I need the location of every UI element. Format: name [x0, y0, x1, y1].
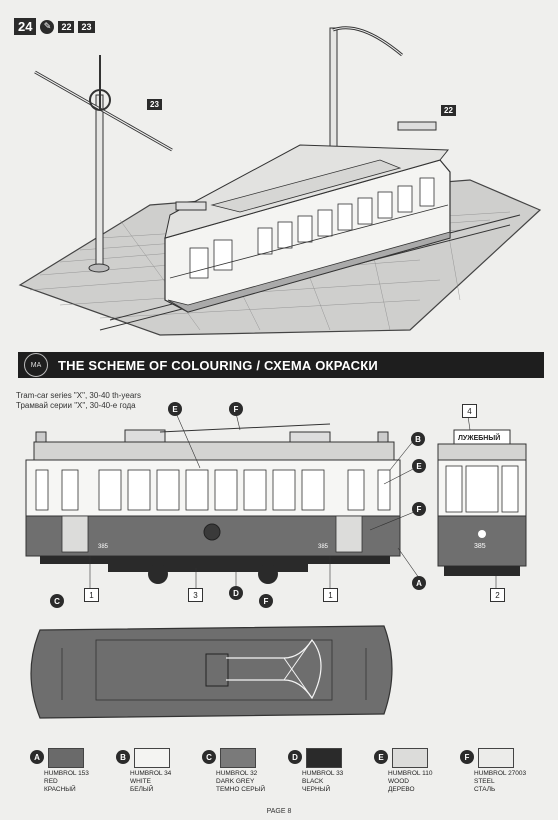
glue-icon: ✎: [40, 19, 55, 34]
legend-paint: HUMBROL 27003: [474, 770, 527, 777]
legend-code: D: [288, 750, 302, 764]
side-view-diagram: 385 385 ЛУЖЕБНЫЙ 385: [25, 412, 527, 590]
view-tag: 2: [490, 588, 505, 602]
legend-en: RED: [44, 778, 58, 785]
svg-text:385: 385: [318, 544, 329, 550]
code-circle: E: [412, 459, 426, 473]
page-footer: PAGE 8: [266, 808, 292, 815]
view-tag: 1: [84, 588, 99, 602]
legend-en: STEEL: [474, 778, 495, 785]
legend-code: F: [460, 750, 474, 764]
code-circle: D: [229, 586, 243, 600]
legend-code: B: [116, 750, 130, 764]
view-tag: 1: [323, 588, 338, 602]
legend-code: E: [374, 750, 388, 764]
legend-en: DARK GREY: [216, 778, 255, 785]
legend-paint: HUMBROL 32: [216, 770, 258, 777]
legend-paint: HUMBROL 153: [44, 770, 89, 777]
ref-badge-2: 23: [78, 20, 95, 33]
colour-swatch: [134, 748, 170, 768]
legend-ru: ТЕМНО СЕРЫЙ: [216, 786, 266, 793]
legend-code: C: [202, 750, 216, 764]
legend-paint: HUMBROL 110: [388, 770, 433, 777]
legend-ru: ЧЕРНЫЙ: [302, 786, 331, 793]
code-circle: F: [412, 502, 426, 516]
callout-22: 22: [441, 105, 456, 116]
colour-swatch: [220, 748, 256, 768]
legend-en: WHITE: [130, 778, 151, 785]
ref-badge-1: 22: [58, 20, 75, 33]
svg-text:385: 385: [98, 544, 109, 550]
series-en: Tram-car series "X", 30-40 th-years: [16, 391, 141, 400]
code-circle: F: [259, 594, 273, 608]
legend-en: BLACK: [302, 778, 324, 785]
callout-23: 23: [147, 99, 162, 110]
series-ru: Трамвай серии "X", 30-40-е года: [16, 401, 136, 410]
legend-code: A: [30, 750, 44, 764]
code-circle: C: [50, 594, 64, 608]
code-circle: E: [168, 402, 182, 416]
code-circle: A: [412, 576, 426, 590]
legend-paint: HUMBROL 33: [302, 770, 344, 777]
legend-ru: БЕЛЫЙ: [130, 786, 154, 793]
roof-plan-diagram: [30, 625, 393, 719]
view-tag: 4: [462, 404, 477, 418]
route-sign: ЛУЖЕБНЫЙ: [458, 433, 500, 442]
brand-logo-icon: MA: [24, 353, 48, 377]
view-tag: 3: [188, 588, 203, 602]
assembly-illustration: [18, 26, 542, 336]
code-circle: F: [229, 402, 243, 416]
colour-swatch: [478, 748, 514, 768]
step-number: 24: [14, 18, 37, 35]
colouring-banner: MA THE SCHEME OF COLOURING / СХЕМА ОКРАС…: [18, 352, 544, 378]
legend-ru: КРАСНЫЙ: [44, 786, 76, 793]
colour-swatch: [48, 748, 84, 768]
legend-paint: HUMBROL 34: [130, 770, 172, 777]
legend-ru: СТАЛЬ: [474, 786, 496, 793]
colour-swatch: [306, 748, 342, 768]
step-header: 24 ✎ 22 23: [14, 18, 95, 35]
legend-en: WOOD: [388, 778, 409, 785]
banner-title: THE SCHEME OF COLOURING / СХЕМА ОКРАСКИ: [58, 357, 378, 373]
colour-swatch: [392, 748, 428, 768]
svg-text:385: 385: [474, 543, 486, 550]
code-circle: B: [411, 432, 425, 446]
legend-ru: ДЕРЕВО: [388, 786, 415, 793]
